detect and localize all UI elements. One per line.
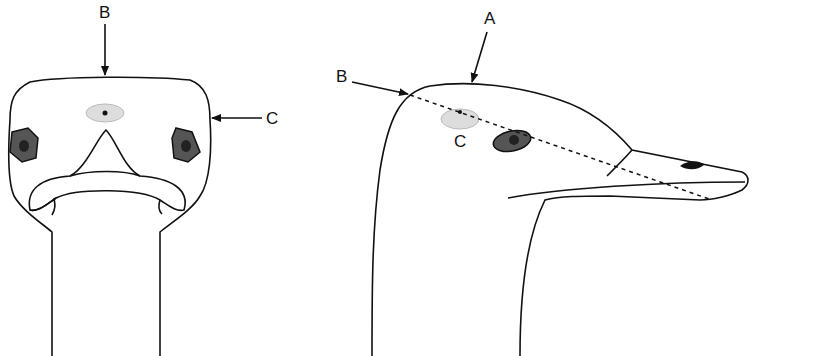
leader-arrow bbox=[352, 82, 408, 94]
side-view bbox=[372, 84, 748, 356]
callout-letter: B bbox=[99, 4, 110, 21]
front-eyes bbox=[10, 128, 200, 162]
leader-arrow bbox=[212, 117, 262, 119]
pineal-spot bbox=[441, 109, 479, 129]
center-dot bbox=[103, 111, 108, 116]
front-view bbox=[9, 77, 211, 356]
leader-arrow bbox=[104, 24, 106, 75]
callout-letter: A bbox=[484, 10, 495, 27]
callout-letter: C bbox=[454, 133, 466, 150]
pupil bbox=[509, 135, 519, 145]
dashed-axis bbox=[410, 95, 712, 200]
leader-arrow bbox=[472, 32, 487, 82]
callout-letter: B bbox=[336, 68, 347, 85]
callout-letter: C bbox=[266, 110, 278, 127]
nostril bbox=[680, 161, 704, 169]
center-dot bbox=[458, 110, 462, 114]
side-eye bbox=[491, 127, 532, 154]
pineal-spot bbox=[86, 104, 124, 122]
